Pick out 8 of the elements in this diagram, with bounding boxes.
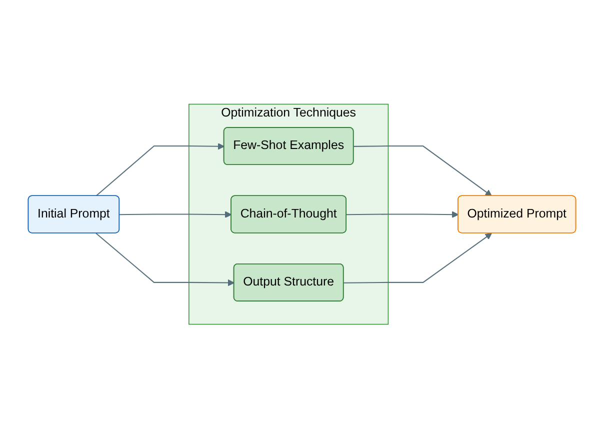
arrow (346, 210, 458, 218)
flowchart: Optimization Techniques Initial Prompt Few-Shot Examples Chain-of-Thought Output Structure Optimized Prompt (22, 98, 582, 330)
arrow (343, 232, 492, 284)
arrow (95, 142, 224, 196)
arrow (353, 145, 492, 196)
arrow (119, 210, 232, 218)
arrow (95, 232, 234, 286)
cluster (188, 104, 388, 324)
